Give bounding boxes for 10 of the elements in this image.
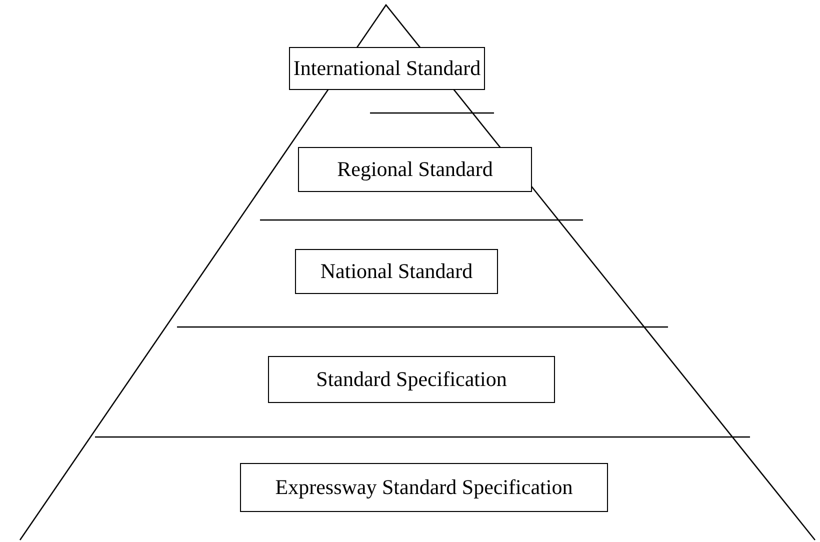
level-label: Regional Standard bbox=[337, 157, 493, 182]
level-box bbox=[295, 249, 498, 294]
level-box bbox=[268, 356, 555, 403]
level-label: Expressway Standard Specification bbox=[275, 475, 573, 500]
level-box bbox=[289, 47, 485, 90]
level-label: National Standard bbox=[320, 259, 473, 284]
level-box bbox=[298, 147, 532, 192]
level-label: International Standard bbox=[293, 56, 481, 81]
level-label: Standard Specification bbox=[316, 367, 507, 392]
level-box bbox=[240, 463, 608, 512]
